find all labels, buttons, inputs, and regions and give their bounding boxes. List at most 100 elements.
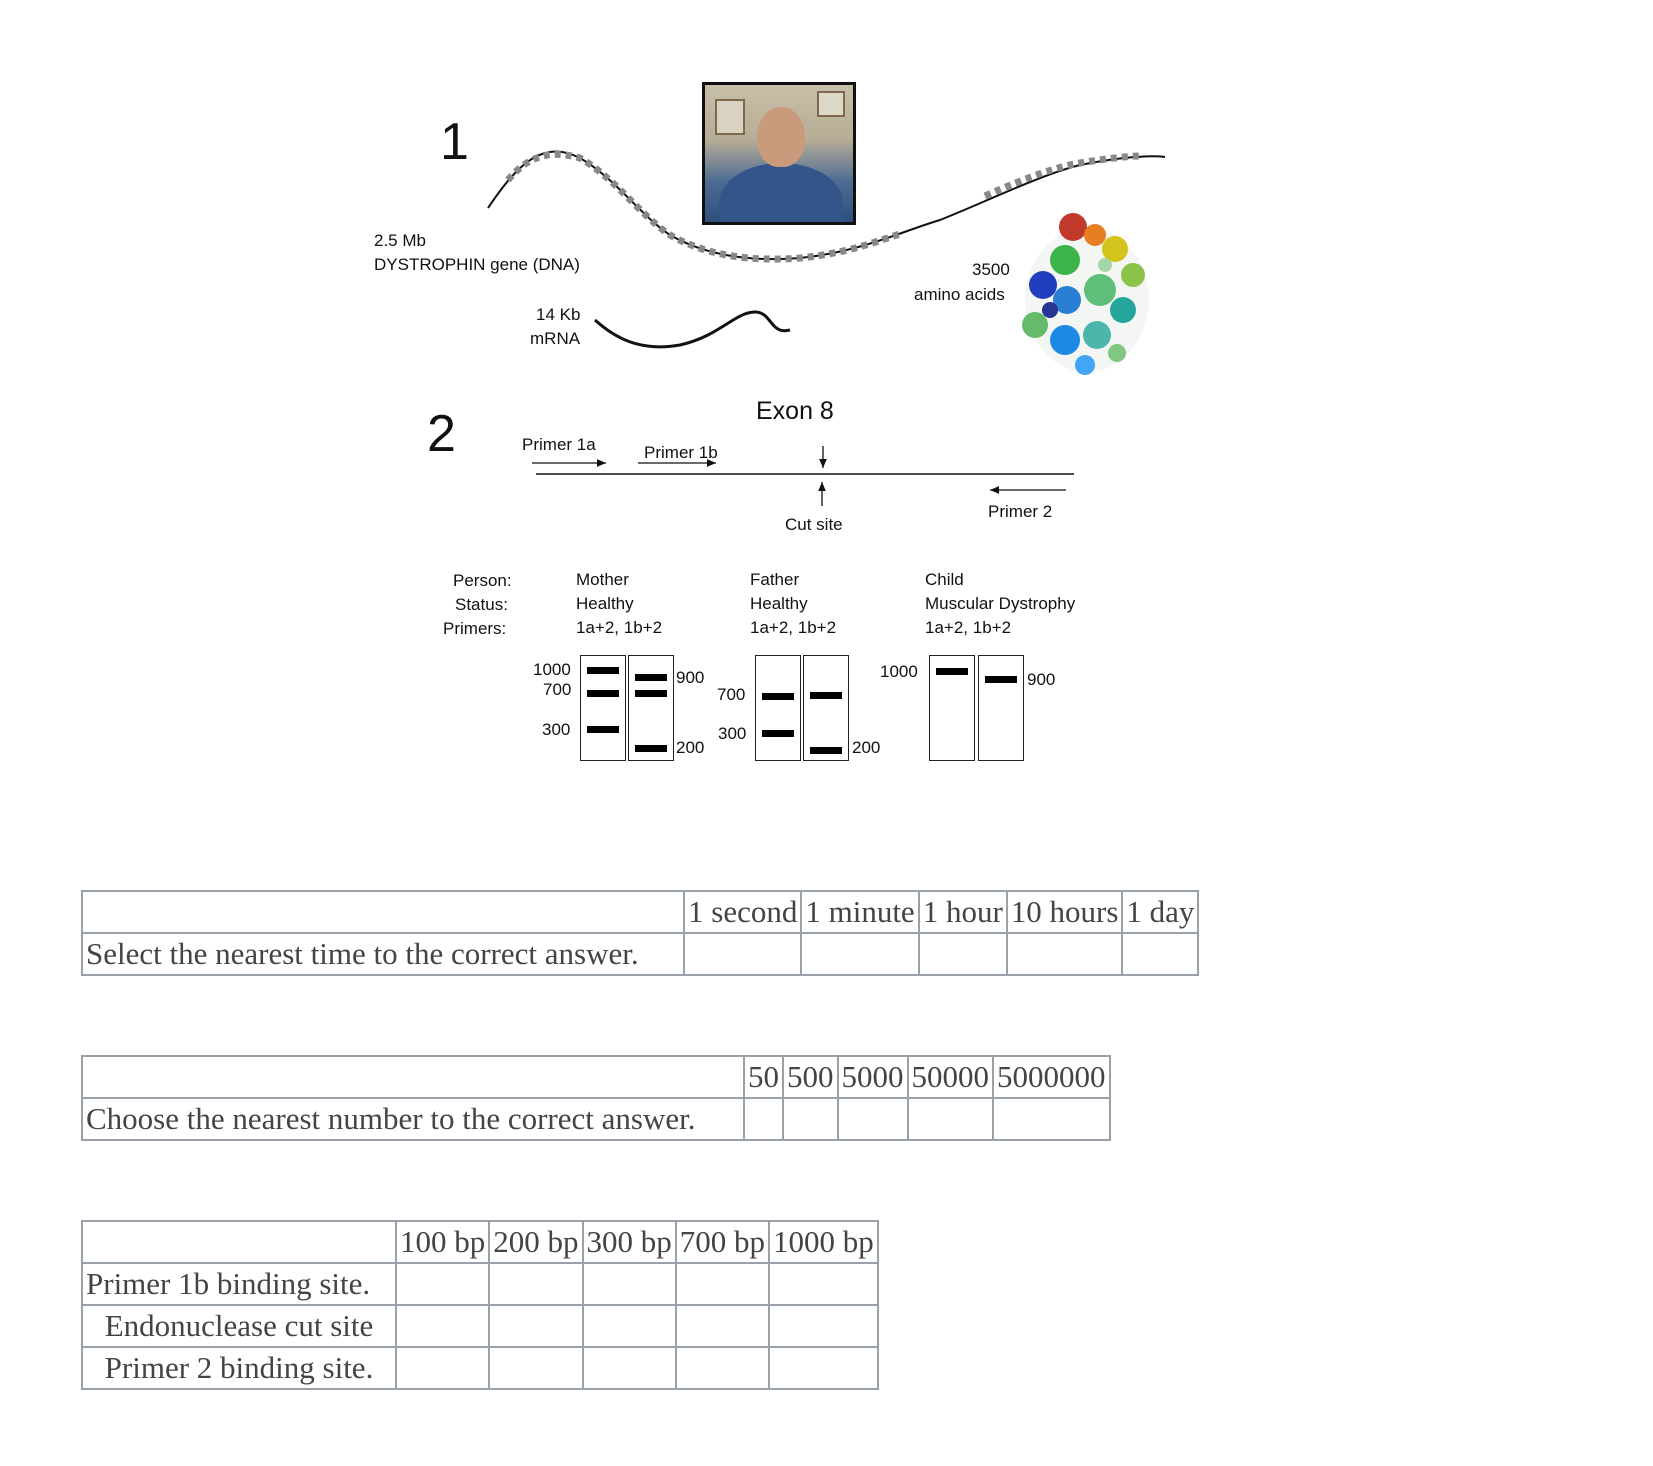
protein-structure-image (1022, 213, 1149, 375)
protein-label: amino acids (914, 285, 1005, 304)
bp-option-header: 1000 bp (768, 1220, 879, 1264)
bp-option-header: 700 bp (674, 1220, 771, 1264)
gene-name-label: DYSTROPHIN gene (DNA) (374, 255, 580, 274)
answer-cell[interactable] (782, 1097, 839, 1141)
answer-cell[interactable] (488, 1304, 584, 1348)
exon-map-diagram (532, 446, 1074, 506)
answer-cell[interactable] (488, 1346, 584, 1390)
cut-site-label: Cut site (785, 515, 843, 534)
primer-1a-label: Primer 1a (522, 435, 596, 454)
dna-gene-curve (487, 150, 1166, 349)
time-option-header: 10 hours (1005, 890, 1124, 934)
mother-marker-200: 200 (676, 738, 705, 757)
child-lane-1 (929, 655, 975, 761)
father-status: Healthy (750, 594, 808, 613)
mother-primers: 1a+2, 1b+2 (576, 618, 663, 637)
gel-band (810, 747, 842, 754)
bp-option-header: 300 bp (581, 1220, 677, 1264)
answer-cell[interactable] (1005, 932, 1124, 976)
primer-2-label: Primer 2 (988, 502, 1053, 521)
mother-marker-1000: 1000 (533, 660, 571, 679)
bp-option-header: 200 bp (488, 1220, 584, 1264)
time-answer-table: 1 second 1 minute 1 hour 10 hours 1 day … (81, 890, 1200, 976)
panel-1-number: 1 (440, 113, 469, 171)
panel-2-number: 2 (427, 405, 456, 463)
bp-option-header: 100 bp (394, 1220, 491, 1264)
father-primers: 1a+2, 1b+2 (750, 618, 837, 637)
father-marker-300: 300 (718, 724, 747, 743)
gel-row-label-status: Status: (455, 595, 508, 614)
mother-lane-1 (580, 655, 626, 761)
child-person: Child (925, 570, 964, 589)
child-primers: 1a+2, 1b+2 (925, 618, 1012, 637)
father-marker-200: 200 (852, 738, 881, 757)
father-person: Father (750, 570, 800, 589)
protein-size-label: 3500 (972, 260, 1010, 279)
bp-row-label: Primer 1b binding site. (81, 1262, 397, 1306)
mother-lane-2 (628, 655, 674, 761)
answer-cell[interactable] (394, 1262, 491, 1306)
child-status: Muscular Dystrophy (925, 594, 1076, 613)
gel-band (635, 674, 667, 681)
answer-cell[interactable] (917, 932, 1008, 976)
mother-marker-900: 900 (676, 668, 705, 687)
time-option-header: 1 minute (800, 890, 920, 934)
number-option-header: 50000 (906, 1055, 994, 1099)
gel-band (587, 726, 619, 733)
answer-cell[interactable] (394, 1346, 491, 1390)
primer-1b-label: Primer 1b (644, 443, 718, 462)
time-option-header: 1 second (682, 890, 803, 934)
mother-status: Healthy (576, 594, 634, 613)
gel-band (936, 668, 968, 675)
answer-cell[interactable] (394, 1304, 491, 1348)
mrna-size-label: 14 Kb (536, 305, 581, 324)
bp-row-label: Primer 2 binding site. (81, 1346, 397, 1390)
gel-band (587, 667, 619, 674)
time-option-header: 1 day (1121, 890, 1200, 934)
answer-cell[interactable] (768, 1304, 879, 1348)
answer-cell[interactable] (682, 932, 803, 976)
bp-answer-table: 100 bp 200 bp 300 bp 700 bp 1000 bp Prim… (81, 1220, 879, 1390)
answer-cell[interactable] (743, 1097, 784, 1141)
table-corner (81, 1220, 397, 1264)
exon-label: Exon 8 (756, 397, 834, 425)
bp-row-label: Endonuclease cut site (81, 1304, 397, 1348)
gel-band (810, 692, 842, 699)
number-option-header: 5000000 (992, 1055, 1111, 1099)
gel-band (762, 693, 794, 700)
gel-band (587, 690, 619, 697)
gel-band (762, 730, 794, 737)
answer-cell[interactable] (674, 1346, 771, 1390)
father-lane-1 (755, 655, 801, 761)
child-marker-900: 900 (1027, 670, 1056, 689)
number-option-header: 500 (782, 1055, 839, 1099)
gene-size-label: 2.5 Mb (374, 231, 426, 250)
gel-band (635, 745, 667, 752)
child-lane-2 (978, 655, 1024, 761)
answer-cell[interactable] (992, 1097, 1111, 1141)
gel-row-label-person: Person: (453, 571, 512, 590)
answer-cell[interactable] (836, 1097, 909, 1141)
answer-cell[interactable] (674, 1262, 771, 1306)
answer-cell[interactable] (768, 1262, 879, 1306)
answer-cell[interactable] (581, 1346, 677, 1390)
answer-cell[interactable] (1121, 932, 1200, 976)
time-option-header: 1 hour (917, 890, 1008, 934)
scientist-photo (702, 82, 856, 225)
answer-cell[interactable] (581, 1262, 677, 1306)
answer-cell[interactable] (674, 1304, 771, 1348)
number-answer-table: 50 500 5000 50000 5000000 Choose the nea… (81, 1055, 1111, 1141)
father-lane-2 (803, 655, 849, 761)
child-marker-1000: 1000 (880, 662, 918, 681)
answer-cell[interactable] (768, 1346, 879, 1390)
mother-marker-300: 300 (542, 720, 571, 739)
answer-cell[interactable] (906, 1097, 994, 1141)
gel-band (985, 676, 1017, 683)
time-question-prompt: Select the nearest time to the correct a… (81, 932, 685, 976)
answer-cell[interactable] (581, 1304, 677, 1348)
gel-band (635, 690, 667, 697)
number-question-prompt: Choose the nearest number to the correct… (81, 1097, 745, 1141)
answer-cell[interactable] (800, 932, 920, 976)
table-corner (81, 890, 685, 934)
answer-cell[interactable] (488, 1262, 584, 1306)
